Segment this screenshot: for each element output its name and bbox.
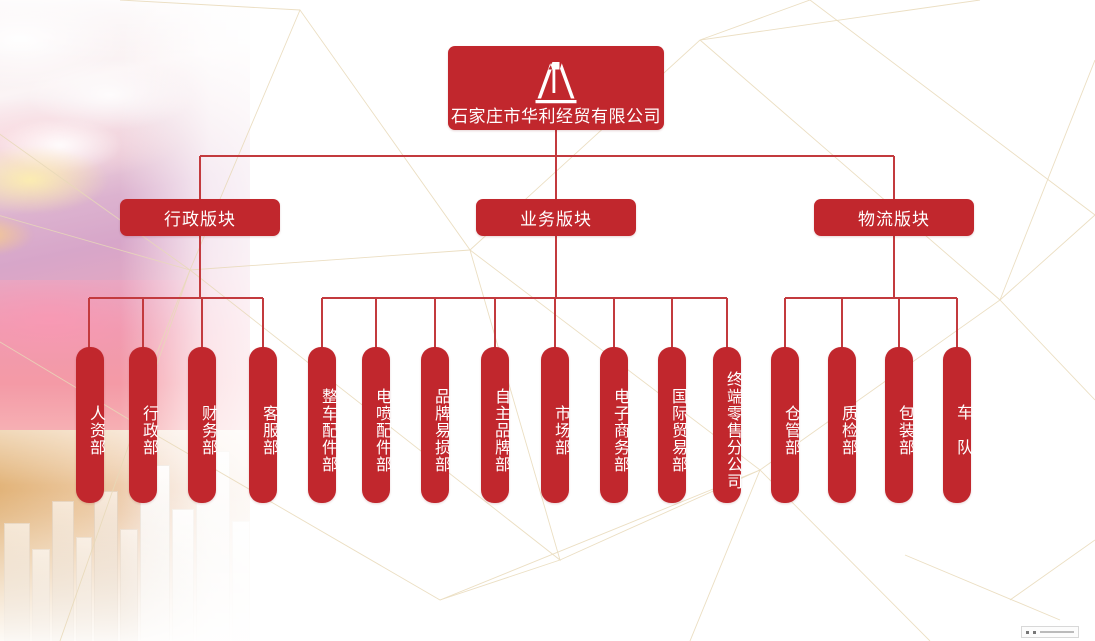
- company-arch-logo-icon: [535, 61, 577, 103]
- leaf-node-vehicle-parts[interactable]: 整车配件部: [308, 347, 336, 503]
- leaf-node-label: 电喷配件部: [373, 387, 390, 473]
- leaf-node-marketing[interactable]: 市场部: [541, 347, 569, 503]
- corner-status-widget[interactable]: [1021, 626, 1079, 638]
- leaf-node-hr[interactable]: 人资部: [76, 347, 104, 503]
- group-node-administration[interactable]: 行政版块: [120, 199, 280, 236]
- leaf-node-label: 车 队: [954, 404, 971, 456]
- leaf-node-fleet[interactable]: 车 队: [943, 347, 971, 503]
- leaf-node-label: 财务部: [199, 404, 216, 456]
- leaf-node-customer-service[interactable]: 客服部: [249, 347, 277, 503]
- group-node-label: 行政版块: [164, 210, 236, 229]
- leaf-node-packaging[interactable]: 包装部: [885, 347, 913, 503]
- leaf-node-label: 终端零售分公司: [724, 370, 741, 490]
- root-node-company[interactable]: 石家庄市华利经贸有限公司: [448, 46, 664, 130]
- group-node-label: 物流版块: [858, 210, 930, 229]
- leaf-node-international-trade[interactable]: 国际贸易部: [658, 347, 686, 503]
- leaf-node-label: 质检部: [839, 404, 856, 456]
- leaf-node-label: 仓管部: [782, 404, 799, 456]
- leaf-node-label: 行政部: [140, 404, 157, 456]
- leaf-node-brand-wear-parts[interactable]: 品牌易损部: [421, 347, 449, 503]
- status-dot-icon: [1033, 630, 1036, 634]
- root-node-label: 石家庄市华利经贸有限公司: [451, 106, 661, 126]
- status-bar-icon: [1040, 631, 1074, 633]
- group-node-label: 业务版块: [520, 210, 592, 229]
- leaf-node-own-brand[interactable]: 自主品牌部: [481, 347, 509, 503]
- group-node-business[interactable]: 业务版块: [476, 199, 636, 236]
- leaf-node-warehouse[interactable]: 仓管部: [771, 347, 799, 503]
- leaf-node-label: 国际贸易部: [669, 387, 686, 473]
- leaf-node-label: 自主品牌部: [492, 387, 509, 473]
- group-node-logistics[interactable]: 物流版块: [814, 199, 974, 236]
- leaf-node-label: 人资部: [87, 404, 104, 456]
- leaf-node-label: 电子商务部: [611, 387, 628, 473]
- leaf-node-label: 市场部: [552, 404, 569, 456]
- leaf-node-efi-parts[interactable]: 电喷配件部: [362, 347, 390, 503]
- status-dot-icon: [1026, 630, 1029, 634]
- leaf-node-ecommerce[interactable]: 电子商务部: [600, 347, 628, 503]
- leaf-node-label: 品牌易损部: [432, 387, 449, 473]
- leaf-node-administration[interactable]: 行政部: [129, 347, 157, 503]
- leaf-node-label: 包装部: [896, 404, 913, 456]
- leaf-node-label: 整车配件部: [319, 387, 336, 473]
- leaf-node-quality-inspection[interactable]: 质检部: [828, 347, 856, 503]
- leaf-node-finance[interactable]: 财务部: [188, 347, 216, 503]
- leaf-node-label: 客服部: [260, 404, 277, 456]
- leaf-node-terminal-retail-branch[interactable]: 终端零售分公司: [713, 347, 741, 503]
